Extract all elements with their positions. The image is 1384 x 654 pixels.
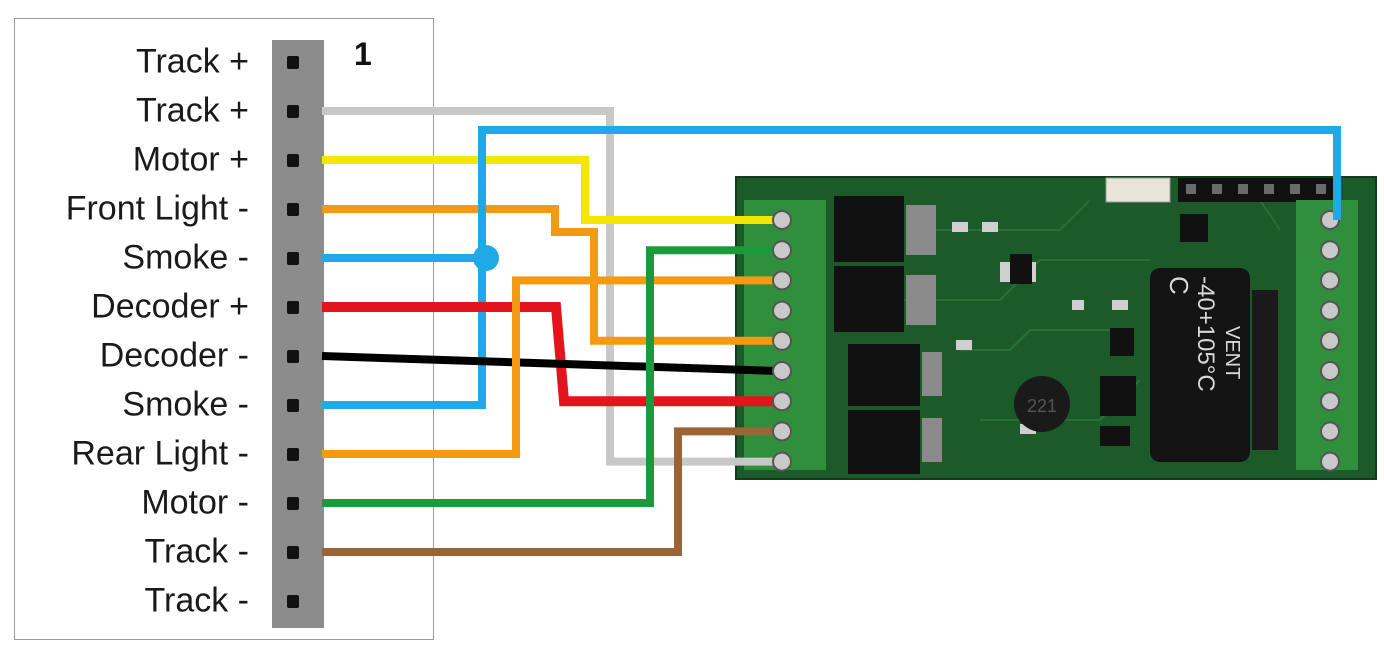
wire [321, 352, 779, 375]
terminal-screw [772, 270, 792, 291]
smoke-junction-dot [473, 245, 499, 271]
wires [321, 107, 1341, 556]
terminal-screw [1320, 330, 1340, 351]
terminal-screw [772, 210, 792, 230]
pin-label: Decoder - [99, 336, 249, 375]
terminal-screw [772, 300, 792, 321]
wire [322, 205, 778, 345]
inductor [1014, 376, 1070, 432]
right-terminal-screws [1320, 210, 1340, 472]
wire [322, 246, 778, 507]
left-terminal-screws [772, 210, 792, 472]
pin-label: Smoke - [122, 238, 249, 277]
pin-label: Track - [144, 581, 249, 620]
connector-strip [272, 40, 324, 628]
white-connector [1105, 177, 1171, 203]
terminal-screw [1320, 391, 1340, 412]
pin-hole [287, 399, 299, 412]
pin-label: Track + [135, 91, 249, 130]
board-outline [735, 176, 1377, 480]
power-transistors [834, 196, 920, 474]
pin-hole [287, 448, 299, 461]
pin-hole [287, 301, 299, 314]
terminal-screw [1320, 270, 1340, 291]
terminal-screw [772, 421, 792, 442]
decoder-board: 221 C -40+105°C VENT [735, 176, 1377, 480]
pin-label: Motor - [141, 483, 249, 522]
pin-hole [287, 203, 299, 216]
terminal-screw [772, 330, 792, 351]
wire [322, 427, 778, 556]
pin-hole [287, 497, 299, 510]
wire [322, 302, 778, 407]
pin-hole [287, 56, 299, 69]
pin-hole [287, 252, 299, 265]
terminal-screw [772, 451, 792, 472]
terminal-screw [1320, 451, 1340, 472]
pin-label: Track + [135, 42, 249, 81]
board-pcb [736, 177, 1376, 479]
terminal-screw [772, 391, 792, 412]
pin-label: Rear Light - [71, 434, 249, 473]
pin-label: Track - [144, 532, 249, 571]
terminal-screw [1320, 421, 1340, 442]
transistor-tabs [906, 205, 942, 462]
wire [322, 126, 1341, 409]
pin-label-panel [14, 18, 434, 640]
pin-label: Smoke - [122, 385, 249, 424]
pin-hole [287, 154, 299, 167]
electrolytic-capacitor: C -40+105°C VENT [1150, 268, 1278, 462]
ic-chips [1010, 214, 1208, 446]
capacitor-text-c: C [1164, 276, 1194, 295]
terminal-screw [1320, 240, 1340, 261]
pin-hole [287, 595, 299, 608]
capacitor-text-vent: VENT [1221, 326, 1243, 379]
pin-label: Front Light - [65, 189, 249, 228]
terminal-screw [772, 240, 792, 261]
svg-text:221: 221 [1027, 396, 1057, 416]
pin-label: Motor + [132, 140, 249, 179]
wire [322, 156, 778, 224]
terminal-screw [1320, 361, 1340, 381]
pin-label: Decoder + [91, 287, 249, 326]
terminal-screw [772, 361, 792, 381]
wire [322, 107, 778, 466]
header-pins [1178, 178, 1338, 202]
pin-hole [287, 350, 299, 363]
pin-one-marker: 1 [354, 36, 372, 72]
capacitor-text-temp: -40+105°C [1192, 276, 1219, 392]
pin-hole [287, 105, 299, 118]
pin-hole [287, 546, 299, 559]
terminal-screw [1320, 300, 1340, 321]
